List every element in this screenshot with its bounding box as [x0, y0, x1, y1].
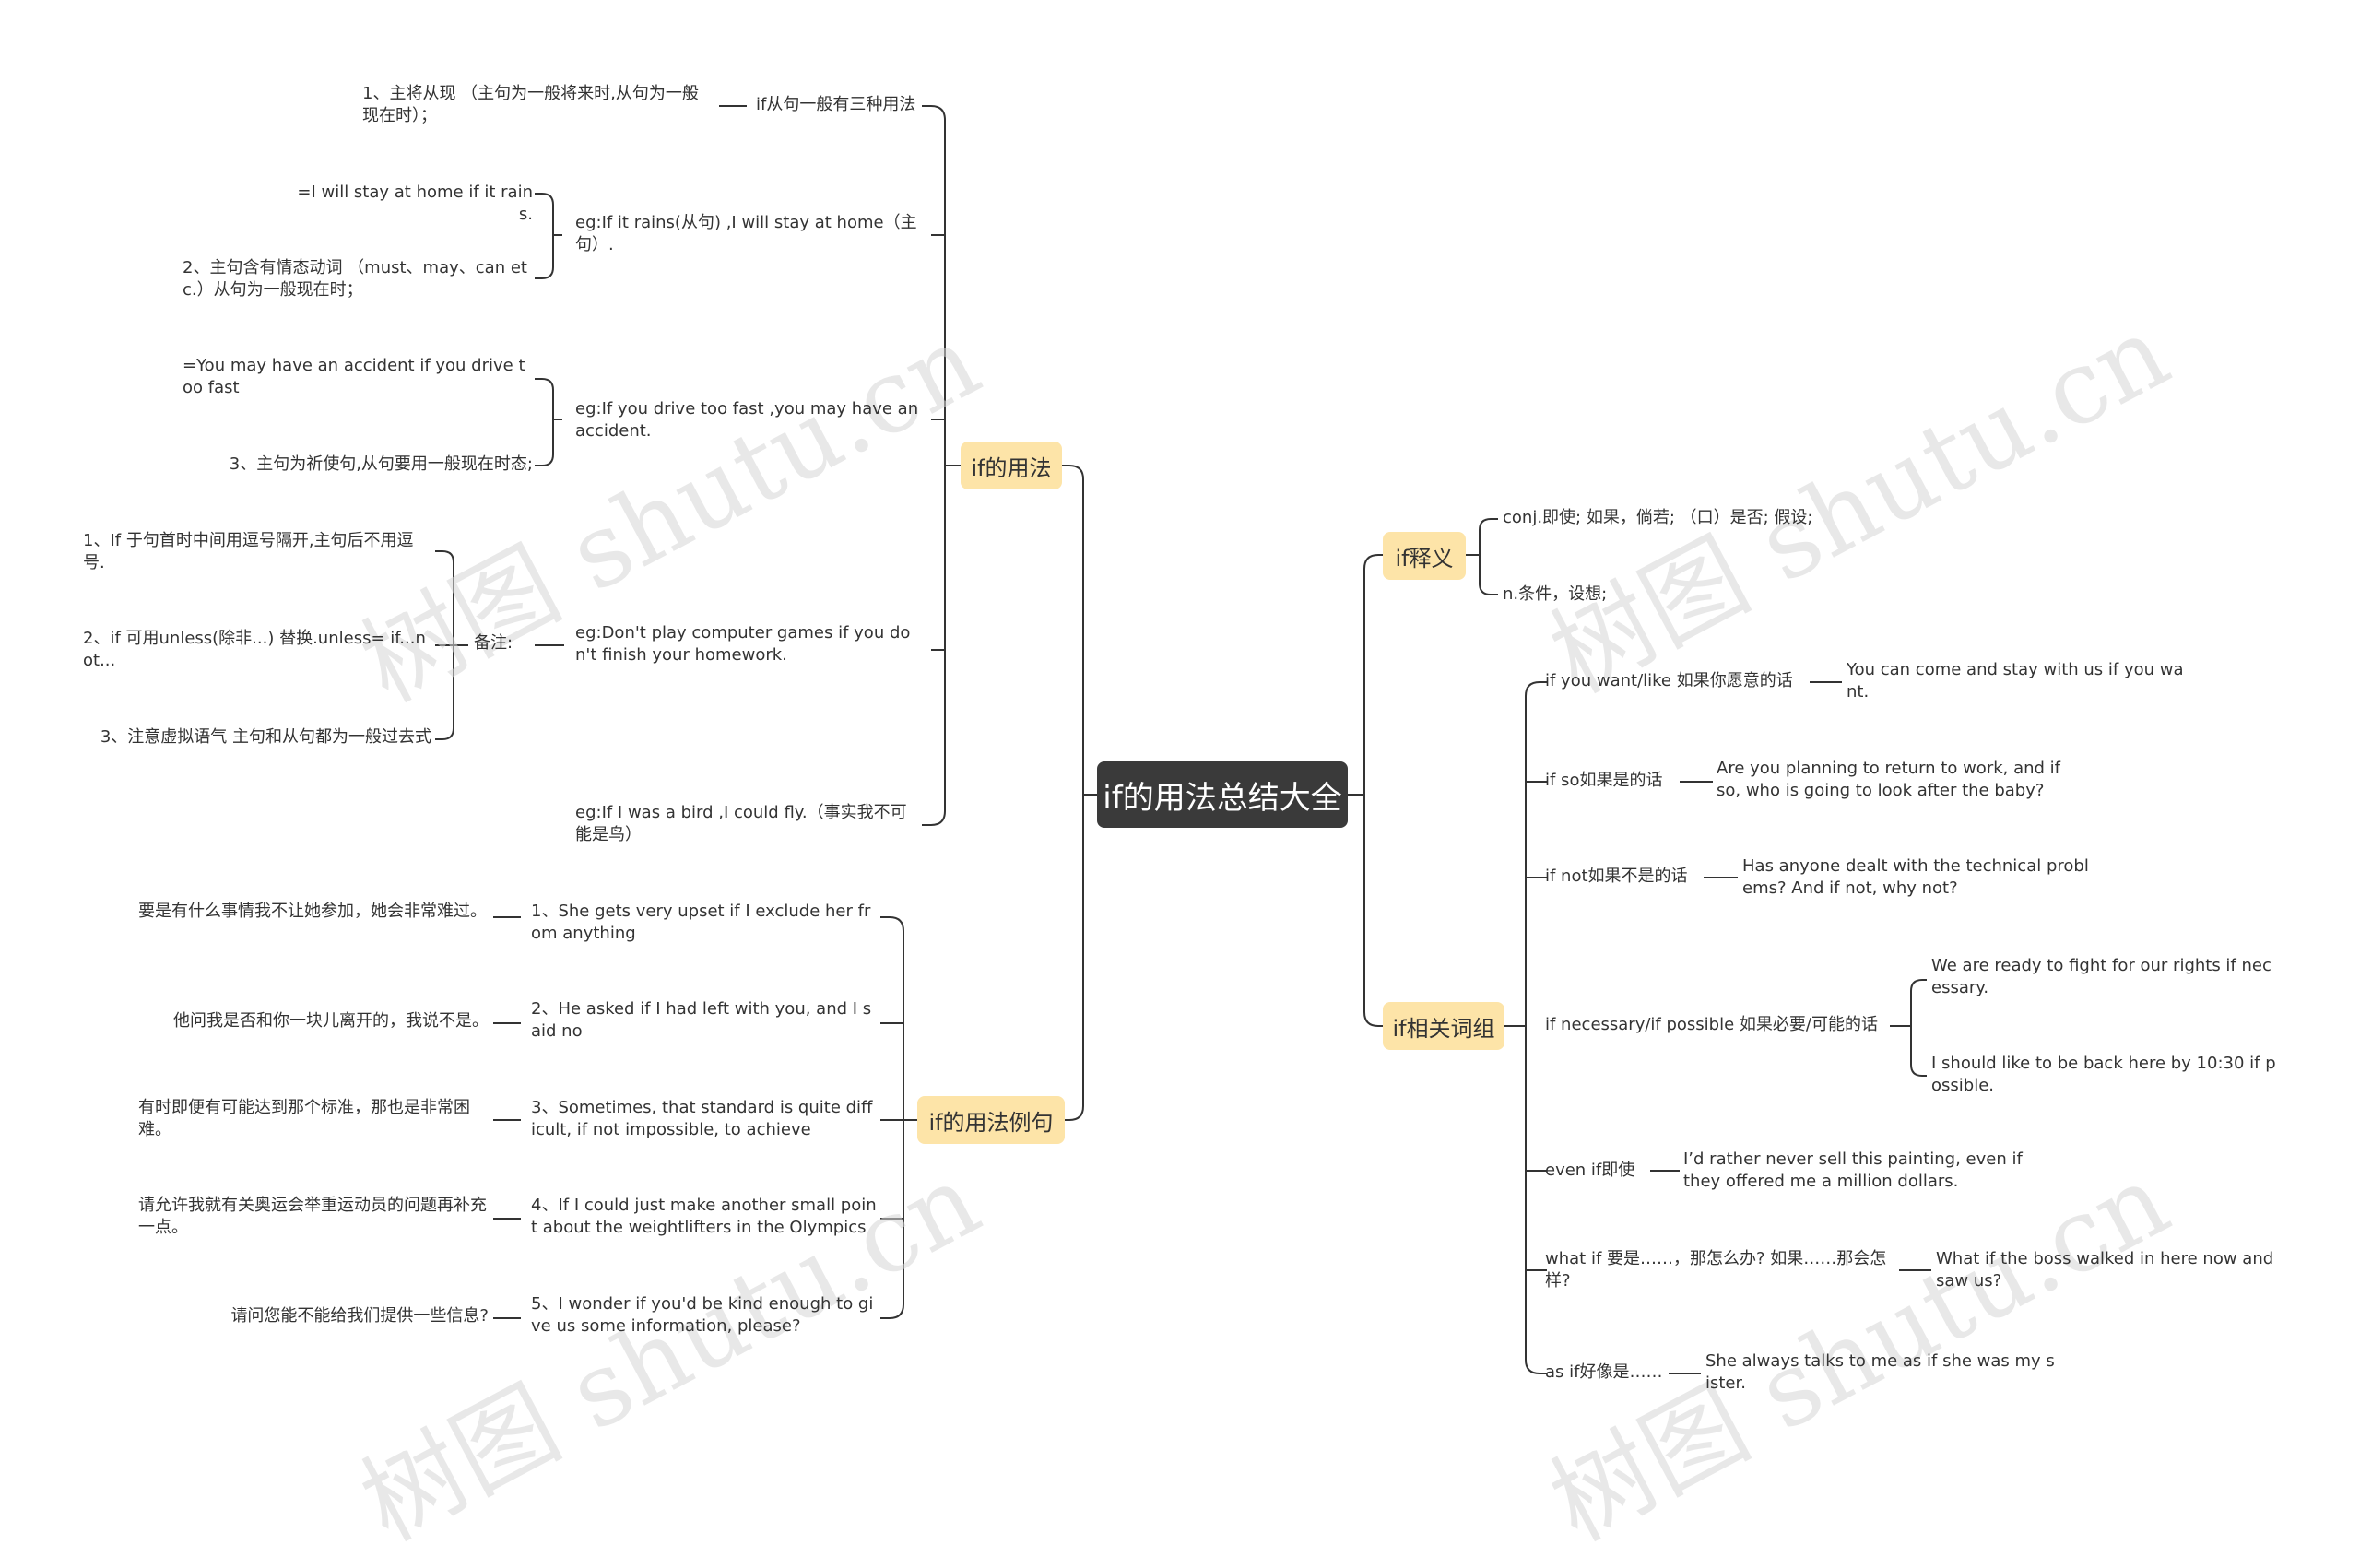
node-phrase-5[interactable]: even if即使 — [1545, 1161, 1635, 1180]
node-eg-rains-note[interactable]: 2、主句含有情态动词 （must、may、can etc.）从句为一般现在时； — [183, 258, 527, 300]
node-example-en-4[interactable]: 4、If I could just make another small poi… — [531, 1196, 877, 1237]
node-remark-3[interactable]: 3、注意虚拟语气 主句和从句都为一般过去式 — [100, 727, 431, 747]
node-eg-drive[interactable]: eg:If you drive too fast ,you may have a… — [575, 399, 919, 441]
node-example-en-3[interactable]: 3、Sometimes, that standard is quite diff… — [531, 1098, 873, 1139]
node-example-en-1[interactable]: 1、She gets very upset if I exclude her f… — [531, 902, 871, 943]
node-example-zh-5[interactable]: 请问您能不能给我们提供一些信息? — [230, 1306, 489, 1326]
link-usage-bracket — [922, 105, 961, 826]
node-example-zh-2[interactable]: 他问我是否和你一块儿离开的，我说不是。 — [173, 1011, 489, 1031]
node-phrase-4[interactable]: if necessary/if possible 如果必要/可能的话 — [1545, 1015, 1878, 1034]
link-eg-rains-bracket — [535, 193, 562, 279]
link-root-meaning — [1348, 554, 1383, 796]
link-meaning-bracket — [1466, 518, 1498, 595]
node-eg-rains-translation[interactable]: =I will stay at home if it rains. — [297, 183, 533, 224]
link-phrase-4-bracket — [1890, 979, 1927, 1077]
node-example-zh-1[interactable]: 要是有什么事情我不让她参加，她会非常难过。 — [138, 902, 487, 921]
node-eg-drive-note[interactable]: 3、主句为祈使句,从句要用一般现在时态; — [229, 454, 533, 474]
link-remark-bracket — [435, 550, 468, 740]
link-root-examples — [1060, 795, 1084, 1121]
node-phrase-2-example[interactable]: Are you planning to return to work, and … — [1717, 759, 2061, 800]
node-phrase-4-example-1[interactable]: We are ready to fight for our rights if … — [1931, 956, 2272, 997]
link-root-phrases — [1363, 795, 1383, 1027]
node-example-zh-4[interactable]: 请允许我就有关奥运会举重运动员的问题再补充一点。 — [138, 1196, 487, 1237]
link-phrases-bracket — [1504, 681, 1547, 1374]
node-eg-drive-translation[interactable]: =You may have an accident if you drive t… — [183, 356, 525, 397]
node-phrase-6[interactable]: what if 要是……，那怎么办? 如果……那会怎样? — [1545, 1249, 1887, 1291]
connector-lines — [435, 105, 1931, 1374]
mind-map-canvas: 树图 shutu.cn 树图 shutu.cn 树图 shutu.cn 树图 s… — [83, 84, 2276, 1563]
branch-usage[interactable]: if的用法 — [961, 442, 1062, 489]
node-example-en-2[interactable]: 2、He asked if I had left with you, and I… — [531, 999, 872, 1041]
branch-examples[interactable]: if的用法例句 — [917, 1096, 1065, 1144]
node-eg-games[interactable]: eg:Don't play computer games if you don'… — [575, 623, 911, 665]
link-eg-drive-bracket — [535, 378, 562, 466]
node-remark-2[interactable]: 2、if 可用unless(除非...) 替换.unless= if...not… — [83, 629, 426, 670]
node-phrase-3-example[interactable]: Has anyone dealt with the technical prob… — [1742, 856, 2089, 898]
node-phrase-5-example[interactable]: I’d rather never sell this painting, eve… — [1683, 1149, 2023, 1191]
node-phrase-1-example[interactable]: You can come and stay with us if you wan… — [1847, 660, 2184, 701]
node-meaning-2[interactable]: n.条件，设想; — [1503, 584, 1608, 604]
node-remark-1[interactable]: 1、If 于句首时中间用逗号隔开,主句后不用逗号. — [83, 531, 414, 572]
node-phrase-7-example[interactable]: She always talks to me as if she was my … — [1705, 1351, 2055, 1393]
node-remark-label[interactable]: 备注: — [474, 633, 513, 653]
node-example-zh-3[interactable]: 有时即便有可能达到那个标准，那也是非常困难。 — [138, 1098, 470, 1139]
node-eg-rains[interactable]: eg:If it rains(从句) ,I will stay at home（… — [575, 213, 917, 254]
node-phrase-1[interactable]: if you want/like 如果你愿意的话 — [1545, 671, 1793, 690]
node-phrase-6-example[interactable]: What if the boss walked in here now and … — [1936, 1249, 2274, 1291]
node-eg-bird[interactable]: eg:If I was a bird ,I could fly.（事实我不可能是… — [575, 803, 907, 844]
root-topic[interactable]: if的用法总结大全 — [1097, 761, 1348, 828]
node-phrase-2[interactable]: if so如果是的话 — [1545, 771, 1663, 790]
node-phrase-3[interactable]: if not如果不是的话 — [1545, 867, 1688, 886]
branch-phrases[interactable]: if相关词组 — [1383, 1002, 1504, 1050]
link-root-usage — [1060, 465, 1097, 796]
node-three-kinds[interactable]: if从句一般有三种用法 — [756, 95, 916, 114]
node-three-kinds-detail[interactable]: 1、主将从现 （主句为一般将来时,从句为一般现在时）； — [362, 84, 699, 125]
node-example-en-5[interactable]: 5、I wonder if you'd be kind enough to gi… — [531, 1294, 874, 1336]
node-meaning-1[interactable]: conj.即使; 如果，倘若; （口）是否; 假设; — [1503, 508, 1813, 527]
node-phrase-7[interactable]: as if好像是…… — [1545, 1362, 1663, 1382]
node-phrase-4-example-2[interactable]: I should like to be back here by 10:30 i… — [1931, 1054, 2276, 1095]
branch-meaning[interactable]: if释义 — [1383, 532, 1466, 580]
link-examples-bracket — [880, 916, 917, 1319]
